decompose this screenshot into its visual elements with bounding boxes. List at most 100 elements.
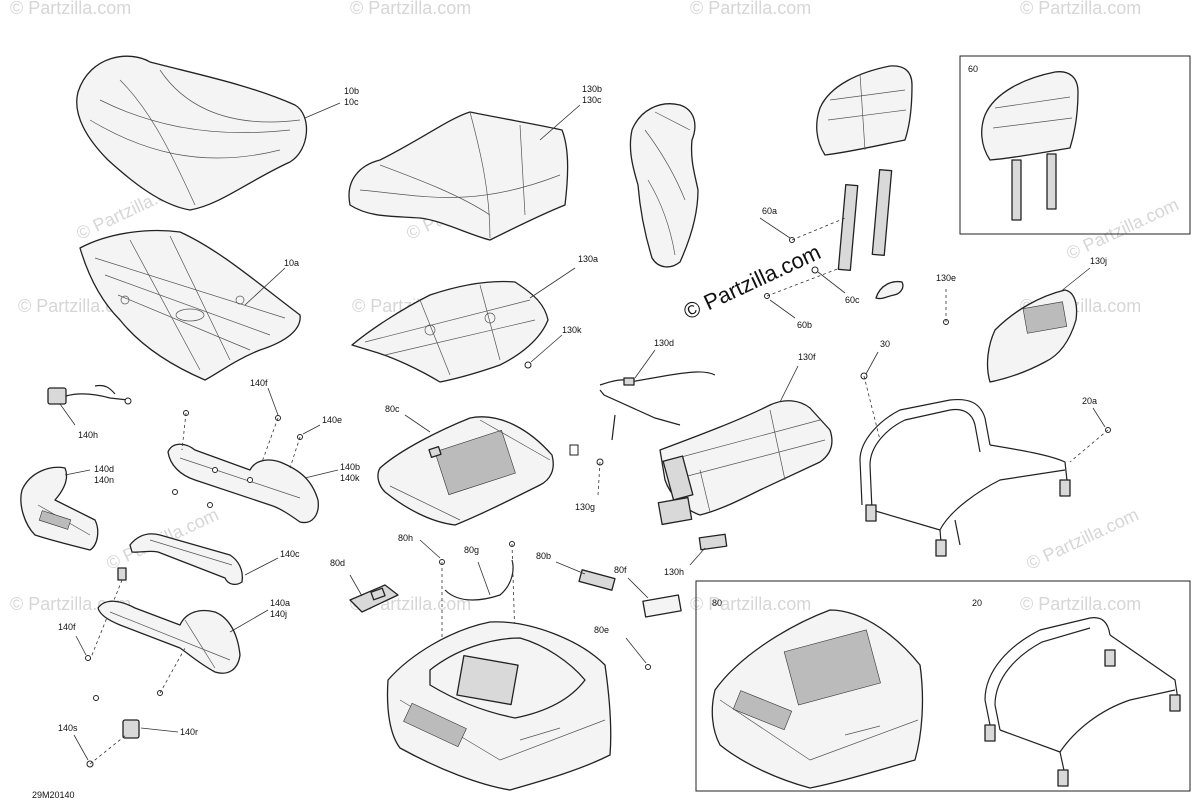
leader-130g-dash bbox=[597, 461, 601, 496]
leader-30-dash bbox=[863, 375, 881, 441]
storage-bin bbox=[386, 621, 612, 791]
leader-60b-dash bbox=[766, 267, 841, 297]
leader-60a bbox=[759, 217, 791, 239]
diagram-id: 29M20140 bbox=[32, 790, 75, 800]
callout-30: 30 bbox=[880, 339, 890, 349]
callout-140h: 140h bbox=[78, 430, 98, 440]
side-cover-140a bbox=[97, 600, 241, 674]
leader-80b bbox=[555, 561, 586, 575]
grab-handle-140c bbox=[117, 533, 244, 585]
callout-140j: 140j bbox=[270, 609, 287, 619]
seat-base-frame-130f bbox=[657, 400, 833, 526]
seat-base-pan bbox=[79, 229, 301, 381]
headrest-assembly-box: 60 bbox=[959, 55, 1191, 235]
callout-80g: 80g bbox=[464, 545, 479, 555]
harness-140h bbox=[47, 384, 132, 405]
callout-80c: 80c bbox=[385, 404, 400, 414]
callout-20a: 20a bbox=[1082, 396, 1097, 406]
leader-140r bbox=[140, 727, 179, 733]
seat-frame-tray bbox=[351, 280, 549, 383]
callout-130d: 130d bbox=[654, 338, 674, 348]
callout-80f: 80f bbox=[614, 565, 627, 575]
leader-80h bbox=[419, 539, 441, 559]
callout-140f-bottom: 140f bbox=[58, 622, 76, 632]
side-panel-140d bbox=[20, 466, 99, 551]
watermark-14: © Partzilla.com bbox=[1063, 194, 1181, 263]
callout-60a: 60a bbox=[762, 206, 777, 216]
callout-130a: 130a bbox=[578, 254, 598, 264]
seat-cushion bbox=[76, 55, 308, 211]
callout-140c: 140c bbox=[280, 549, 300, 559]
callout-130j: 130j bbox=[1090, 256, 1107, 266]
callout-10b: 10b bbox=[344, 86, 359, 96]
leader-140a bbox=[229, 609, 269, 633]
callout-60: 60 bbox=[968, 64, 978, 74]
leader-140b bbox=[304, 469, 339, 479]
callout-130h: 130h bbox=[664, 567, 684, 577]
leader-140e bbox=[302, 424, 321, 435]
callout-130f: 130f bbox=[798, 352, 816, 362]
callout-140s: 140s bbox=[58, 723, 78, 733]
side-cover-130j bbox=[986, 289, 1078, 383]
callout-80d: 80d bbox=[330, 558, 345, 568]
seat-clip-130e bbox=[875, 280, 904, 300]
fastener-lower-a bbox=[172, 489, 178, 495]
watermark-1: © Partzilla.com bbox=[10, 0, 131, 18]
dash-bottom-b bbox=[159, 647, 186, 694]
dash-140f-b bbox=[261, 417, 279, 463]
leader-130j bbox=[1059, 267, 1091, 293]
callout-130g: 130g bbox=[575, 502, 595, 512]
leader-30 bbox=[865, 351, 879, 375]
latch-plate-80d bbox=[349, 584, 399, 613]
watermark-10: © Partzilla.com bbox=[690, 594, 811, 614]
callout-10a: 10a bbox=[284, 258, 299, 268]
callout-20: 20 bbox=[972, 598, 982, 608]
leader-130h bbox=[689, 547, 706, 566]
callout-80h: 80h bbox=[398, 533, 413, 543]
callout-130c: 130c bbox=[582, 95, 602, 105]
plate-140r bbox=[122, 719, 140, 739]
dash-140f-a bbox=[181, 412, 187, 451]
watermark-2: © Partzilla.com bbox=[350, 0, 471, 18]
callout-130e: 130e bbox=[936, 273, 956, 283]
watermark-15: © Partzilla.com bbox=[1023, 504, 1141, 573]
fastener-140f-bottom bbox=[85, 655, 91, 661]
dash-140s bbox=[89, 734, 127, 765]
callout-60c: 60c bbox=[845, 295, 860, 305]
callout-140r: 140r bbox=[180, 727, 198, 737]
leader-60b bbox=[769, 299, 796, 319]
callout-60b: 60b bbox=[797, 320, 812, 330]
leader-140h bbox=[59, 403, 76, 426]
watermark-3: © Partzilla.com bbox=[690, 0, 811, 18]
leader-80c bbox=[404, 414, 431, 433]
headrest-pad bbox=[816, 65, 913, 156]
callout-130k: 130k bbox=[562, 325, 582, 335]
watermark-4: © Partzilla.com bbox=[1020, 0, 1141, 18]
callout-140e: 140e bbox=[322, 415, 342, 425]
fastener-130k bbox=[524, 361, 532, 369]
leader-140f-top bbox=[267, 387, 279, 416]
cable-130d bbox=[599, 371, 716, 441]
leader-130d bbox=[634, 349, 656, 379]
leader-130a bbox=[529, 267, 576, 299]
watermark-11: © Partzilla.com bbox=[1020, 594, 1141, 614]
seat-foam bbox=[348, 111, 569, 241]
fastener-80e bbox=[645, 664, 651, 670]
leader-20a-dash bbox=[1069, 429, 1109, 463]
leader-130b bbox=[539, 104, 581, 141]
callout-80b: 80b bbox=[536, 551, 551, 561]
dash-140e bbox=[289, 436, 301, 469]
callout-140k: 140k bbox=[340, 473, 360, 483]
fastener-lower-b bbox=[207, 502, 213, 508]
callout-140f-top: 140f bbox=[250, 378, 268, 388]
leader-140f-bottom bbox=[75, 635, 87, 656]
leader-140c bbox=[244, 557, 279, 576]
leader-140s bbox=[73, 734, 89, 761]
leader-130k bbox=[530, 334, 563, 363]
callout-80: 80 bbox=[712, 598, 722, 608]
leader-60c bbox=[817, 271, 846, 294]
backrest bbox=[629, 103, 699, 268]
leader-20a bbox=[1092, 407, 1106, 428]
storage-lid-80c bbox=[377, 416, 554, 526]
